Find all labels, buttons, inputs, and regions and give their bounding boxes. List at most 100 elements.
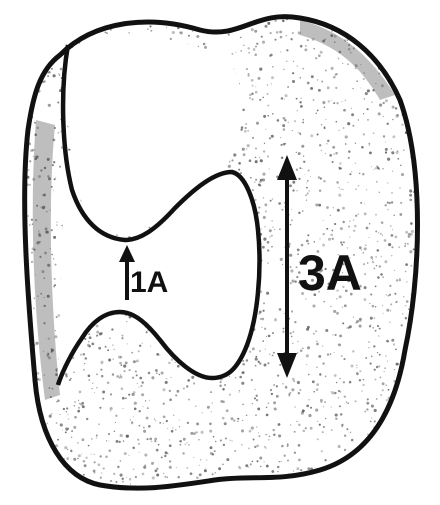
speckle-dot (255, 91, 258, 94)
speckle-dot (327, 86, 330, 89)
speckle-dot (143, 13, 145, 15)
speckle-dot (369, 303, 370, 304)
speckle-dot (352, 125, 354, 127)
speckle-dot (195, 406, 196, 407)
speckle-dot (96, 325, 99, 328)
speckle-dot (315, 330, 317, 332)
speckle-dot (408, 16, 410, 18)
speckle-dot (292, 378, 295, 381)
speckle-dot (339, 405, 341, 407)
speckle-dot (67, 126, 68, 127)
speckle-dot (404, 58, 406, 60)
speckle-dot (397, 150, 399, 152)
speckle-dot (298, 392, 300, 394)
speckle-dot (273, 434, 276, 437)
speckle-dot (362, 384, 364, 386)
speckle-dot (298, 212, 300, 214)
speckle-dot (374, 268, 376, 270)
speckle-dot (410, 392, 411, 393)
speckle-dot (345, 135, 348, 138)
speckle-dot (352, 350, 354, 352)
speckle-dot (241, 126, 244, 129)
speckle-dot (223, 483, 225, 485)
speckle-dot (21, 251, 22, 252)
speckle-dot (394, 444, 397, 447)
speckle-dot (278, 434, 281, 437)
speckle-dot (259, 184, 261, 186)
speckle-dot (250, 463, 252, 465)
speckle-dot (151, 462, 154, 465)
speckle-dot (382, 305, 383, 306)
speckle-dot (169, 460, 171, 462)
speckle-dot (297, 65, 298, 66)
speckle-dot (332, 161, 334, 163)
speckle-dot (212, 473, 214, 475)
speckle-dot (323, 426, 325, 428)
speckle-dot (307, 39, 309, 41)
speckle-dot (258, 361, 260, 363)
speckle-dot (20, 142, 21, 143)
speckle-dot (309, 190, 310, 191)
speckle-dot (337, 472, 338, 473)
speckle-dot (387, 123, 389, 125)
speckle-dot (94, 472, 96, 474)
speckle-dot (321, 450, 323, 452)
speckle-dot (396, 301, 398, 303)
speckle-dot (156, 474, 159, 477)
speckle-dot (47, 72, 48, 73)
speckle-dot (66, 411, 67, 412)
speckle-dot (22, 363, 25, 366)
speckle-dot (229, 440, 230, 441)
speckle-dot (28, 83, 30, 85)
speckle-dot (333, 310, 336, 313)
speckle-dot (243, 45, 244, 46)
speckle-dot (256, 122, 259, 125)
speckle-dot (410, 463, 412, 465)
speckle-dot (290, 224, 292, 226)
speckle-dot (241, 382, 244, 385)
speckle-dot (30, 446, 33, 449)
speckle-dot (31, 219, 33, 221)
speckle-dot (335, 413, 338, 416)
speckle-dot (240, 50, 242, 52)
speckle-dot (302, 119, 304, 121)
speckle-dot (341, 101, 342, 102)
speckle-dot (282, 19, 285, 22)
speckle-dot (91, 454, 92, 455)
speckle-dot (57, 132, 59, 134)
speckle-dot (334, 352, 335, 353)
speckle-dot (56, 467, 57, 468)
speckle-dot (120, 460, 122, 462)
speckle-dot (395, 349, 397, 351)
speckle-dot (243, 21, 244, 22)
speckle-dot (394, 56, 396, 58)
speckle-dot (120, 474, 123, 477)
speckle-dot (209, 430, 212, 433)
speckle-dot (294, 321, 296, 323)
speckle-dot (163, 415, 166, 418)
speckle-dot (73, 458, 76, 461)
speckle-dot (264, 364, 267, 367)
speckle-dot (272, 227, 273, 228)
speckle-dot (263, 197, 264, 198)
speckle-dot (290, 424, 291, 425)
speckle-dot (361, 146, 364, 149)
speckle-dot (59, 414, 60, 415)
speckle-dot (226, 458, 229, 461)
speckle-dot (385, 463, 387, 465)
speckle-dot (265, 349, 266, 350)
speckle-dot (165, 451, 168, 454)
speckle-dot (102, 398, 104, 400)
speckle-dot (26, 98, 28, 100)
speckle-dot (315, 203, 318, 206)
speckle-dot (220, 381, 222, 383)
speckle-dot (342, 189, 343, 190)
speckle-dot (355, 215, 357, 217)
speckle-dot (22, 135, 23, 136)
speckle-dot (366, 402, 369, 405)
speckle-dot (176, 17, 179, 20)
speckle-dot (361, 35, 364, 38)
speckle-dot (153, 14, 154, 15)
speckle-dot (390, 225, 391, 226)
speckle-dot (399, 279, 401, 281)
